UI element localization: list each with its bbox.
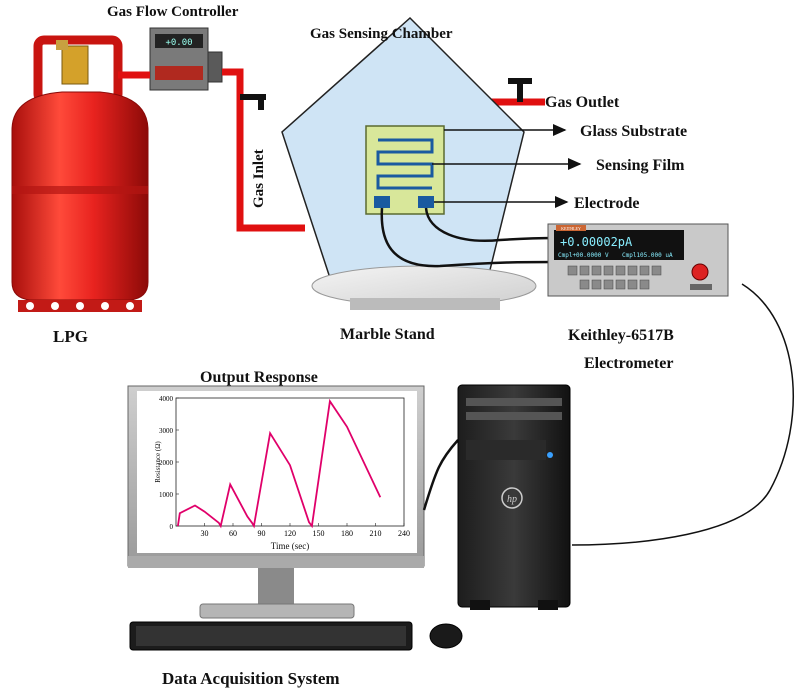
chart-axes: 30 60 90 120 150 180 210 240 0 1000 2000 3000 4000 — [159, 395, 410, 538]
x-tick-label: 60 — [229, 529, 237, 538]
label-marble-stand: Marble Stand — [340, 326, 435, 343]
x-tick-label: 210 — [370, 529, 382, 538]
output-response-chart: 30 60 90 120 150 180 210 240 0 1000 2000 3000 4000 T… — [154, 395, 410, 551]
gas-outlet-valve-icon — [508, 78, 532, 102]
x-tick-label: 180 — [341, 529, 353, 538]
keyboard — [129, 621, 413, 651]
electrode — [374, 196, 434, 208]
label-electrometer-model: Keithley-6517B — [568, 327, 674, 344]
x-tick-label: 150 — [313, 529, 325, 538]
callout-arrow — [432, 124, 582, 208]
keithley-electrometer: KEITHLEY +0.00002pA Cmpl+00.0000 V Cmpl1… — [547, 223, 729, 297]
marble-stand — [311, 265, 537, 310]
y-tick-label: 3000 — [159, 427, 174, 435]
flow-controller-display: +0.00 — [165, 38, 192, 48]
electrometer-sub-display-right: Cmpl105.000 uA — [622, 252, 673, 259]
label-sensing-film: Sensing Film — [596, 157, 685, 174]
gas-pipe — [118, 68, 545, 232]
chart-plot-area — [175, 397, 405, 527]
lpg-cylinder — [11, 35, 149, 312]
label-lpg: LPG — [53, 327, 88, 346]
label-gas-outlet: Gas Outlet — [545, 94, 620, 111]
signal-wire — [380, 207, 557, 268]
monitor-cable — [422, 439, 459, 511]
y-tick-label: 0 — [170, 523, 174, 531]
label-electrometer: Electrometer — [584, 355, 673, 372]
x-tick-label: 90 — [258, 529, 266, 538]
x-tick-label: 120 — [284, 529, 296, 538]
resistance-curve — [177, 398, 382, 529]
label-data-acquisition-system: Data Acquisition System — [162, 669, 340, 688]
label-output-response: Output Response — [200, 369, 318, 386]
sensing-film — [376, 138, 434, 190]
y-tick-label: 1000 — [159, 491, 174, 499]
label-electrode: Electrode — [574, 195, 639, 212]
electrometer-display: +0.00002pA — [560, 235, 633, 249]
mouse — [429, 623, 463, 649]
y-tick-label: 2000 — [159, 459, 174, 467]
gas-flow-controller: +0.00 — [149, 27, 223, 91]
gas-inlet-valve-icon — [240, 94, 266, 110]
electrometer-sub-display-left: Cmpl+00.0000 V — [558, 252, 609, 259]
electrometer-brand: KEITHLEY — [561, 226, 581, 231]
x-tick-label: 30 — [201, 529, 209, 538]
chart-xlabel: Time (sec) — [271, 541, 309, 551]
pc-brand-logo: hp — [507, 494, 517, 505]
data-cable — [571, 283, 794, 546]
label-glass-substrate: Glass Substrate — [580, 123, 687, 140]
y-tick-label: 4000 — [159, 395, 174, 403]
x-tick-label: 240 — [398, 529, 410, 538]
chart-ylabel: Resistance (Ω) — [154, 441, 162, 483]
label-gas-flow-controller: Gas Flow Controller — [107, 4, 239, 20]
pc-tower: hp — [457, 384, 571, 610]
label-gas-sensing-chamber: Gas Sensing Chamber — [310, 26, 453, 42]
label-gas-inlet: Gas Inlet — [251, 149, 267, 208]
